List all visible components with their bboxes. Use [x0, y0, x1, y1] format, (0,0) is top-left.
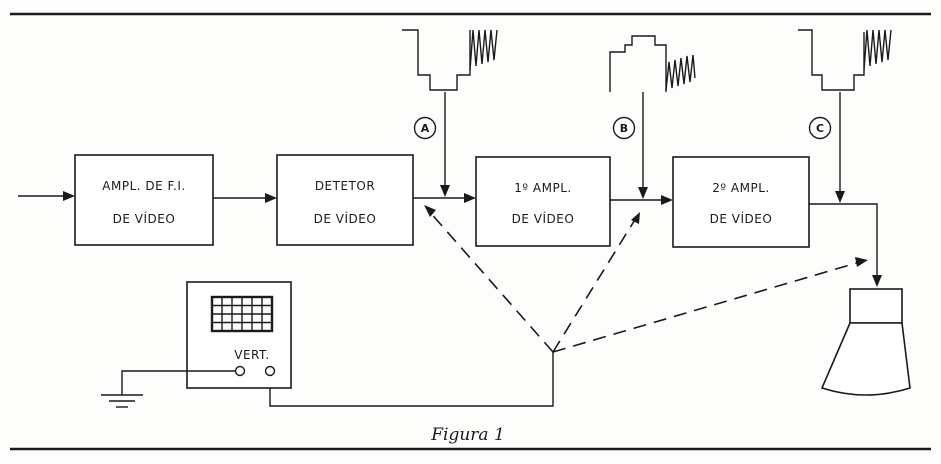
- waveform-b: [609, 35, 696, 92]
- block-first-video-amp-line1: 1º AMPL.: [514, 181, 571, 195]
- picture-tube: [820, 288, 911, 396]
- block-second-video-amp-line2: DE VÍDEO: [710, 211, 773, 226]
- block-detector: DETETOR DE VÍDEO: [276, 154, 414, 246]
- block-detector-line2: DE VÍDEO: [314, 211, 377, 226]
- figure-caption: Figura 1: [430, 425, 505, 445]
- test-point-a-label: A: [421, 122, 430, 135]
- waveform-c: [798, 29, 892, 91]
- block-fi-amplifier-line2: DE VÍDEO: [113, 211, 176, 226]
- probe-dashed-lines: [424, 205, 868, 353]
- oscilloscope-vert-jack: [264, 365, 276, 377]
- test-point-c-arrow: [835, 92, 845, 203]
- output-to-picture-tube: [809, 203, 882, 287]
- test-point-a-arrow: [440, 92, 450, 197]
- test-point-c-marker: C: [808, 116, 832, 140]
- block-detector-line1: DETETOR: [315, 179, 375, 193]
- block-second-video-amp-line1: 2º AMPL.: [712, 181, 769, 195]
- block-first-video-amp-line2: DE VÍDEO: [512, 211, 575, 226]
- probe-lead: [269, 352, 554, 407]
- arrow-detector-to-amp1: [413, 193, 476, 203]
- block-fi-amplifier: AMPL. DE F.I. DE VÍDEO: [74, 154, 214, 246]
- arrow-fi-to-detector: [213, 193, 277, 203]
- block-fi-amplifier-line1: AMPL. DE F.I.: [102, 179, 185, 193]
- block-second-video-amp: 2º AMPL. DE VÍDEO: [672, 156, 810, 248]
- oscilloscope-screen: [210, 295, 274, 333]
- oscilloscope-vert-label: VERT.: [234, 348, 269, 362]
- arrow-amp1-to-amp2: [610, 195, 673, 205]
- test-point-b-label: B: [620, 122, 628, 135]
- test-point-b-marker: B: [612, 116, 636, 140]
- test-point-c-label: C: [816, 122, 824, 135]
- input-signal-arrow: [18, 191, 75, 201]
- waveform-a: [402, 29, 498, 91]
- block-first-video-amp: 1º AMPL. DE VÍDEO: [475, 156, 611, 247]
- test-point-b-arrow: [638, 92, 648, 199]
- oscilloscope-ground-jack: [234, 365, 246, 377]
- test-point-a-marker: A: [413, 116, 437, 140]
- oscilloscope: VERT.: [186, 281, 292, 389]
- ground-symbol: [101, 370, 235, 408]
